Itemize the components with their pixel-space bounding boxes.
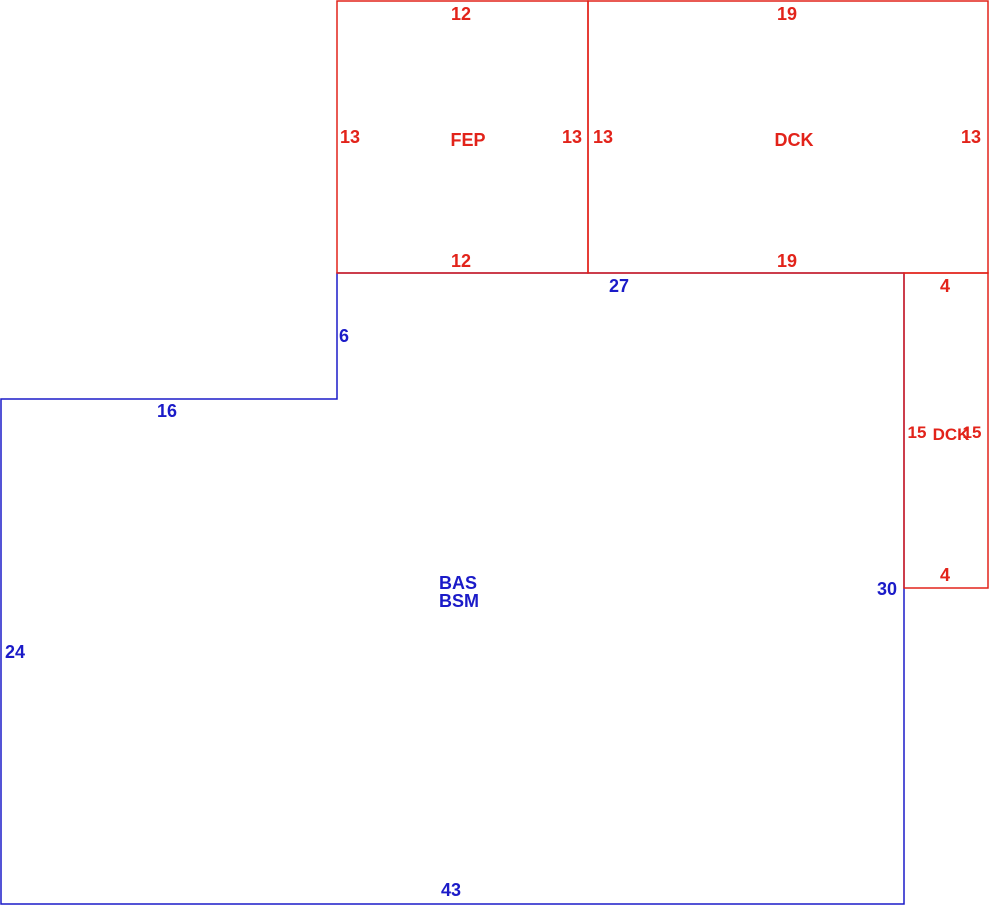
bas-area-code: BAS [439, 573, 477, 593]
bas-dim-right: 30 [877, 579, 897, 599]
dck-side-dim-right: 15 [963, 423, 982, 442]
dck-side-dim-top: 4 [940, 276, 950, 296]
dck-top-dim-bottom: 19 [777, 251, 797, 271]
bas-dim-top: 27 [609, 276, 629, 296]
fep-dim-top: 12 [451, 4, 471, 24]
bas-dim-notch-horizontal: 16 [157, 401, 177, 421]
fep-dim-left: 13 [340, 127, 360, 147]
dck-top-area-code: DCK [775, 130, 814, 150]
dck-top-dim-left: 13 [593, 127, 613, 147]
dck-side-dim-bottom: 4 [940, 565, 950, 585]
dck-side-dim-left: 15 [908, 423, 927, 442]
dck-top-area-outline [587, 0, 989, 274]
bsm-area-code: BSM [439, 591, 479, 611]
dck-top-dim-top: 19 [777, 4, 797, 24]
fep-area-code: FEP [450, 130, 485, 150]
dck-side-area-code: DCK [933, 425, 971, 444]
fep-dim-right: 13 [562, 127, 582, 147]
fep-dim-bottom: 12 [451, 251, 471, 271]
dck-top-dim-right: 13 [961, 127, 981, 147]
dck-side-area-outline [903, 272, 989, 589]
bas-dim-bottom: 43 [441, 880, 461, 900]
bas-dim-notch-vertical: 6 [339, 326, 349, 346]
bas-dim-left: 24 [5, 642, 25, 662]
